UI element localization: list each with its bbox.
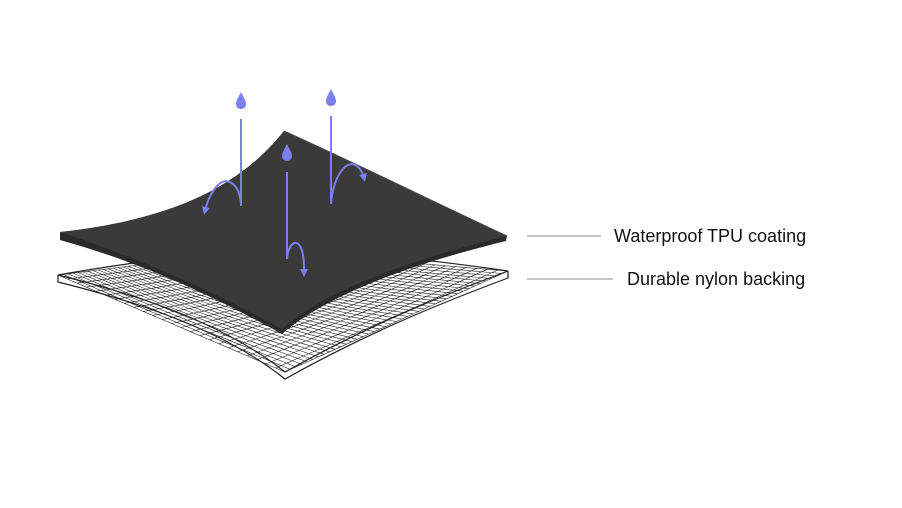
tpu-coating-label: Waterproof TPU coating (614, 226, 807, 246)
curved-arrow-icon (330, 163, 367, 205)
mesh-thread (102, 269, 336, 350)
mesh-thread (77, 272, 308, 363)
nylon-mesh-thickness-edge (57, 271, 509, 380)
curved-arrow-icon (286, 241, 308, 277)
curved-arrow-icon (202, 180, 242, 215)
mesh-thread (82, 271, 313, 360)
water-drop-icon (326, 89, 336, 106)
mesh-thread (107, 268, 341, 348)
tpu-coating-layer (60, 130, 508, 334)
tpu-sheet (60, 131, 507, 329)
mesh-thread (87, 271, 319, 358)
tpu-sheet-highlight (283, 130, 508, 237)
water-drop-icon (236, 92, 246, 109)
water-drop-icon (282, 144, 292, 161)
mesh-thread (62, 274, 291, 370)
mesh-thread (117, 267, 352, 342)
mesh-thread (92, 270, 325, 355)
mesh-thread (72, 272, 302, 365)
mesh-thread (97, 269, 330, 353)
mesh-thread (57, 274, 286, 373)
mesh-thread (112, 267, 347, 345)
nylon-backing-label: Durable nylon backing (627, 269, 806, 289)
water-drops-group (202, 89, 367, 277)
